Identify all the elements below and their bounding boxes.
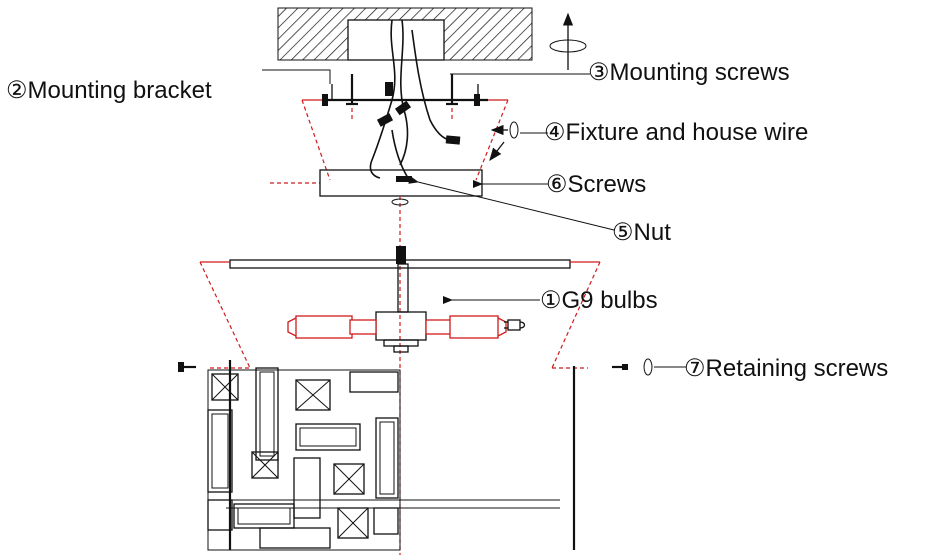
g9-bulb-icon [504,319,526,331]
label-retaining-screws: ⑦Retaining screws [684,355,888,382]
retaining-screw-right [612,358,653,376]
mounting-screws [346,74,458,122]
crystal-panel [207,367,560,551]
threaded-rod [396,246,409,313]
label-mounting-screws: ③Mounting screws [588,59,790,86]
label-screws: ⑥Screws [546,171,646,198]
label-mounting-bracket: ②Mounting bracket [6,77,212,104]
label-fixture-and-house-wire: ④Fixture and house wire [544,119,808,146]
label-g9-bulbs: ①G9 bulbs [540,287,658,314]
frame-outline [199,261,601,369]
nut-symbol [391,198,409,206]
wire-direction-icon [489,121,519,162]
retaining-screw-left [178,362,196,372]
leader-lines [262,69,686,368]
top-crossbar [229,259,571,269]
mounting-bracket [322,84,488,106]
bulb-assembly [287,311,507,353]
label-nut: ⑤Nut [612,219,671,246]
house-wires [369,19,461,182]
ceiling [277,7,533,61]
rotate-up-icon [549,12,587,70]
canopy-outline [270,99,509,184]
